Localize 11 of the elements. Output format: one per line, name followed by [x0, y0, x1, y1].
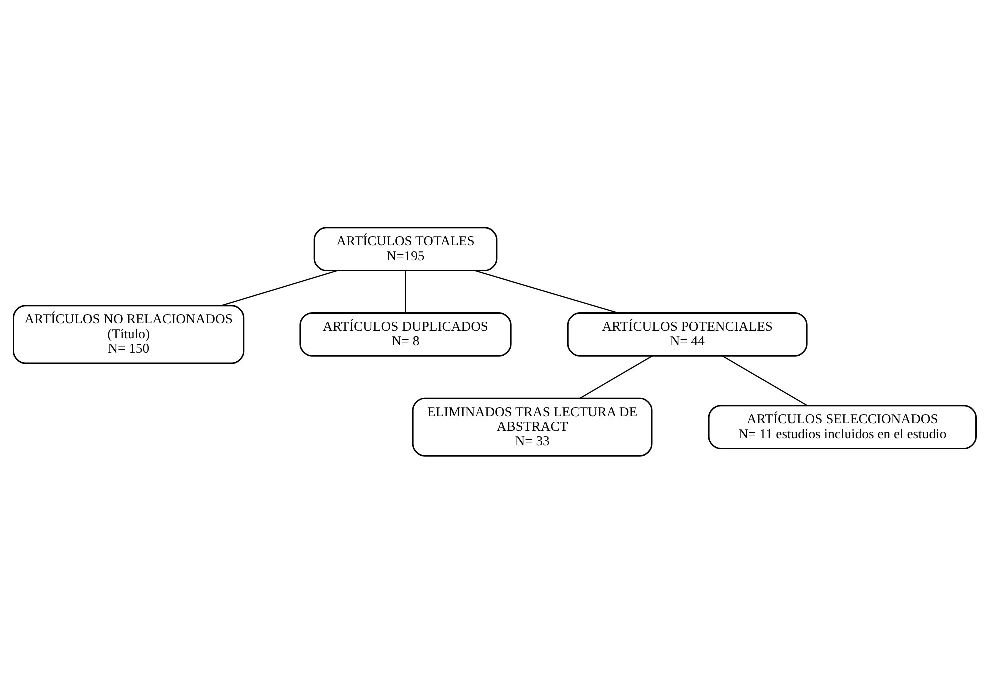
node-box: ARTÍCULOS NO RELACIONADOS (Título) N= 150	[13, 304, 245, 364]
connector	[221, 270, 338, 306]
node-box: ARTÍCULOS SELECCIONADOS N= 11 estudios incluidos en el estudio	[708, 404, 977, 450]
node-box: ARTÍCULOS POTENCIALES N= 44	[567, 312, 808, 356]
connector	[405, 270, 406, 313]
node-box: ARTÍCULOS DUPLICADOS N= 8	[300, 312, 512, 356]
node-box: ARTÍCULOS TOTALES N=195	[314, 226, 498, 272]
connector	[722, 355, 808, 406]
connector	[580, 355, 653, 398]
node-box: ELIMINADOS TRAS LECTURA DE ABSTRACT N= 33	[412, 397, 653, 456]
connector	[474, 270, 618, 314]
